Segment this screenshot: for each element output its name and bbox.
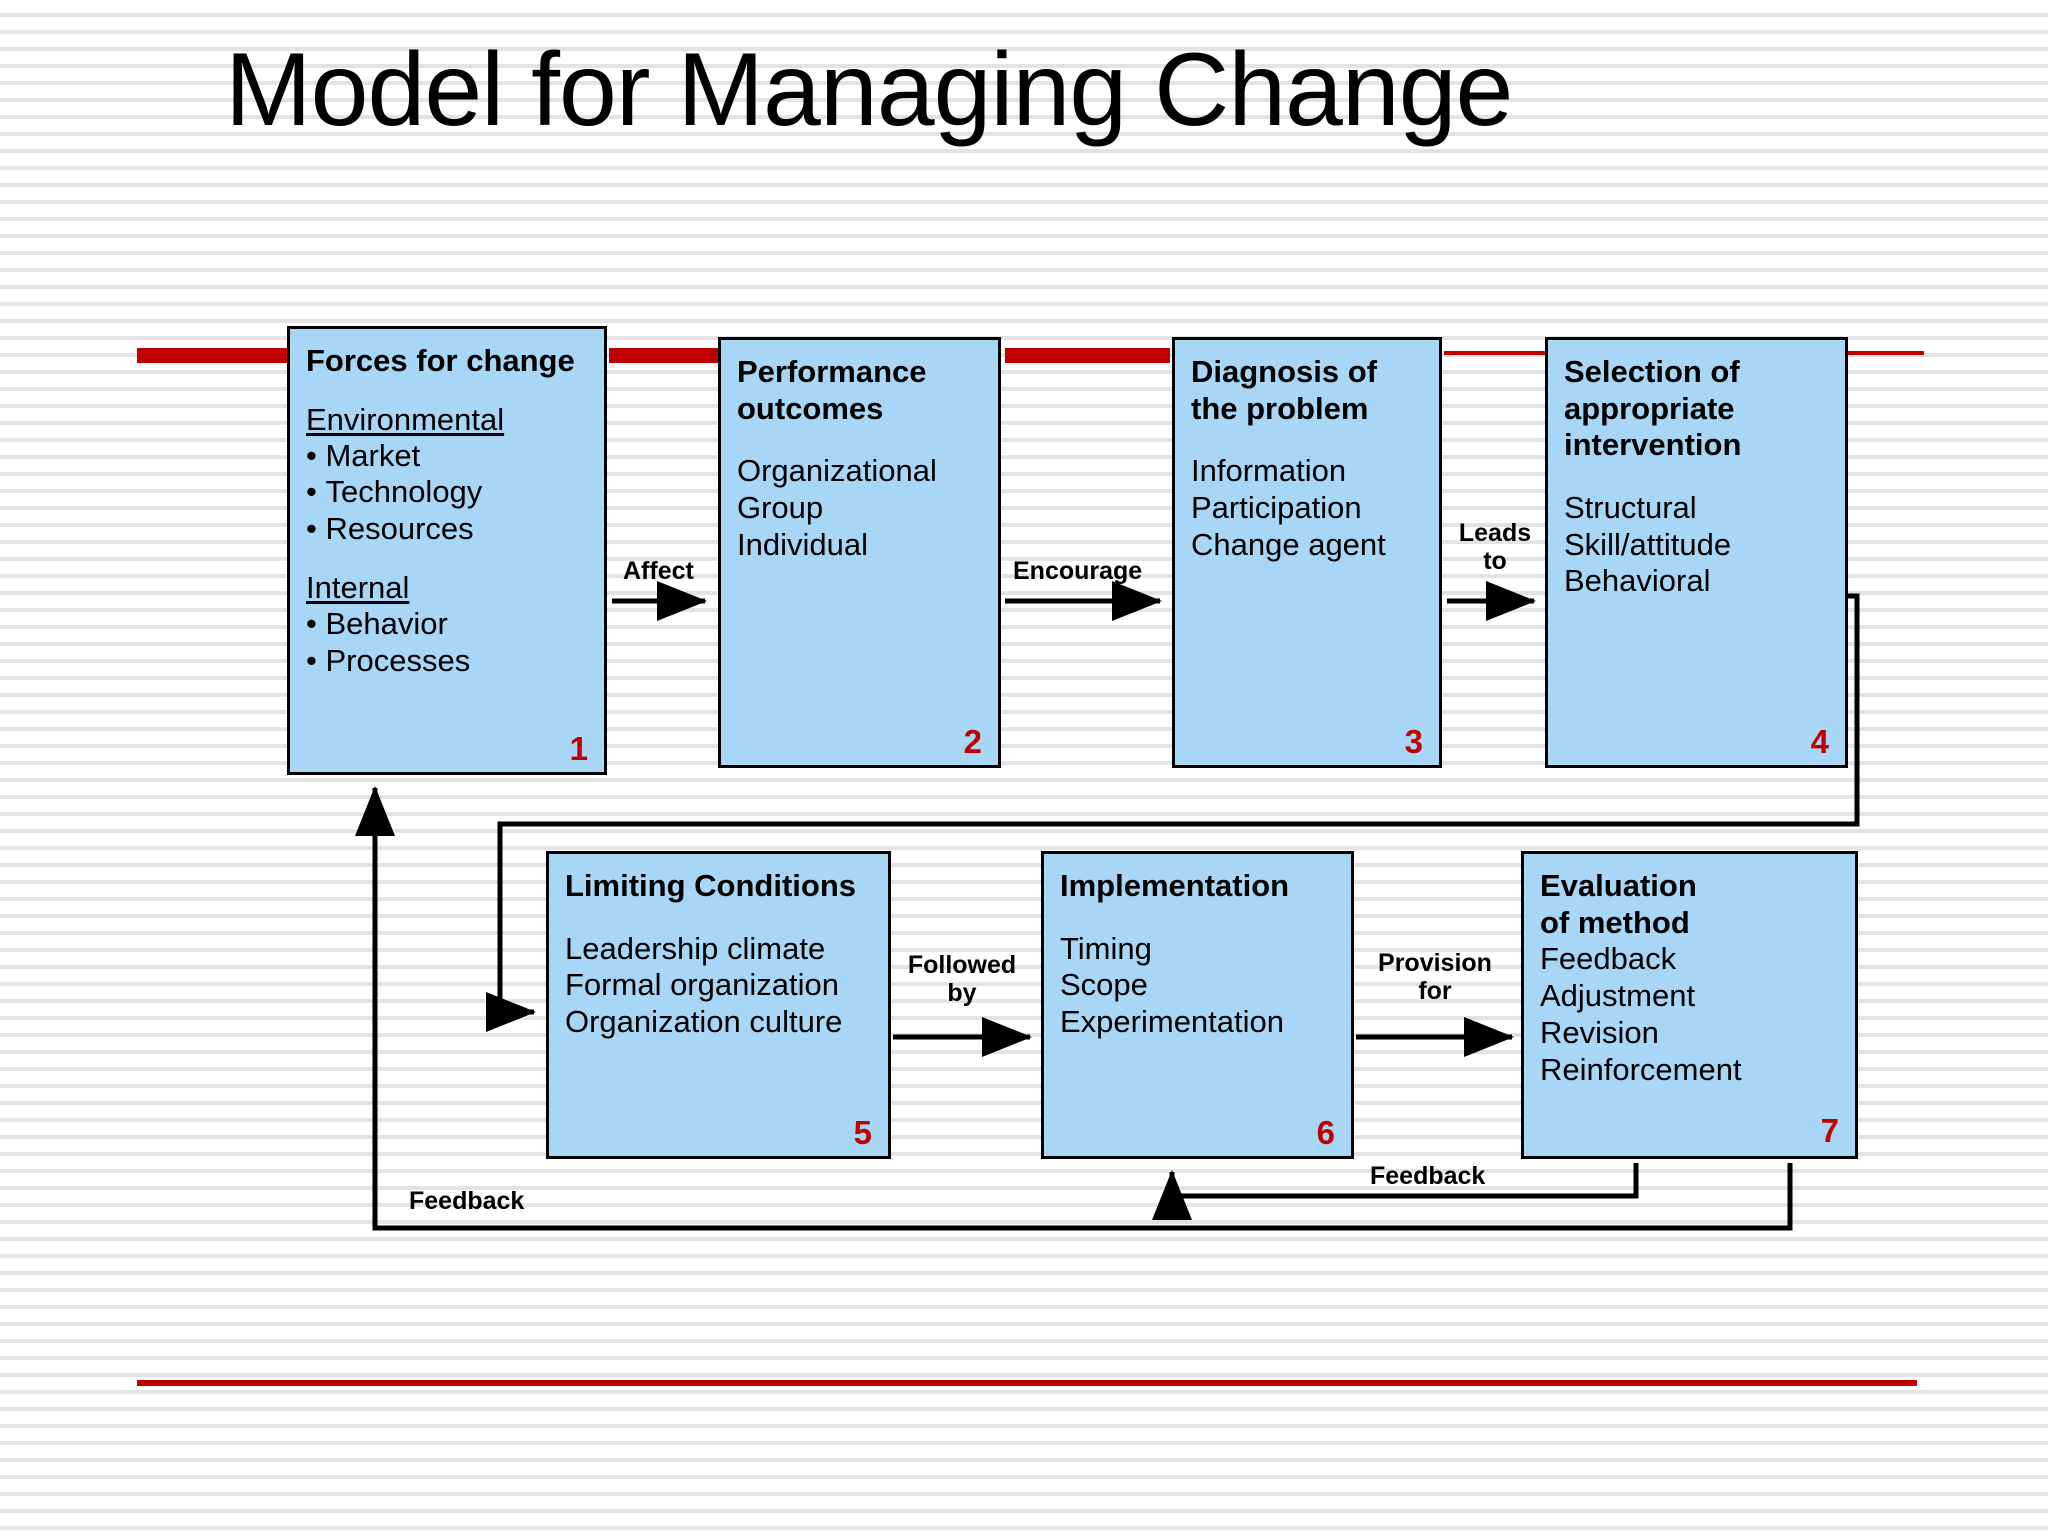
node-diagnosis-of-the-problem[interactable]: Diagnosis of the problem Information Par… <box>1172 337 1442 768</box>
node-item-list: Organizational Group Individual <box>737 453 984 564</box>
node-performance-outcomes[interactable]: Performance outcomes Organizational Grou… <box>718 337 1001 768</box>
list-item: Change agent <box>1191 526 1386 562</box>
edge-label-feedback-right: Feedback <box>1370 1162 1486 1190</box>
node-item-list: Information Participation Change agent <box>1191 453 1425 564</box>
node-number-badge: 4 <box>1810 723 1829 760</box>
node-heading: Performance outcomes <box>737 354 984 427</box>
edge-label-followed-by: Followed by <box>898 951 1026 1007</box>
edge-label-encourage: Encourage <box>1013 557 1143 585</box>
edge-label-line: Followed <box>907 951 1017 979</box>
node-heading-line: Implementation <box>1060 868 1290 903</box>
red-accent-rule-bottom <box>137 1380 1917 1386</box>
node-heading: Selection of appropriate intervention <box>1564 354 1831 464</box>
edge-label-line: Leads <box>1458 519 1532 547</box>
node-number-badge: 7 <box>1820 1112 1839 1149</box>
node-heading-line: the problem <box>1191 390 1369 426</box>
list-item: Experimentation <box>1060 1004 1285 1040</box>
node-item-list: Timing Scope Experimentation <box>1060 931 1337 1042</box>
node-selection-of-appropriate-intervention[interactable]: Selection of appropriate intervention St… <box>1545 337 1848 768</box>
node-heading: Evaluation of method <box>1540 868 1841 941</box>
list-item: Reinforcement <box>1540 1051 1742 1087</box>
list-item: Skill/attitude <box>1564 526 1732 562</box>
red-accent-bar-left <box>137 348 287 363</box>
list-item: Group <box>737 490 824 526</box>
node-heading-line: intervention <box>1564 427 1742 463</box>
list-item: Participation <box>1191 490 1362 526</box>
list-item: Timing <box>1060 930 1152 966</box>
list-item: Structural <box>1564 489 1697 525</box>
node-heading-line: Evaluation <box>1540 868 1697 903</box>
node-item-list: Leadership climate Formal organization O… <box>565 931 874 1042</box>
node-heading: Forces for change <box>306 343 575 378</box>
list-item: Organization culture <box>565 1004 843 1040</box>
list-item: Resources <box>306 511 590 548</box>
list-item: Feedback <box>1540 941 1677 977</box>
red-accent-bar-middle <box>609 348 719 363</box>
list-item: Technology <box>306 474 590 511</box>
node-heading-line: Performance <box>737 354 927 389</box>
node-heading: Implementation <box>1060 868 1337 905</box>
node-evaluation-of-method[interactable]: Evaluation of method Feedback Adjustment… <box>1521 851 1858 1159</box>
node-item-list: Structural Skill/attitude Behavioral <box>1564 490 1831 601</box>
edge-label-line: Provision <box>1378 949 1492 977</box>
node-limiting-conditions[interactable]: Limiting Conditions Leadership climate F… <box>546 851 891 1159</box>
node-heading-line: Diagnosis of <box>1191 354 1378 389</box>
edge-label-line: to <box>1483 547 1507 575</box>
edge-label-leads-to: Leads to <box>1452 519 1538 575</box>
edge-label-line: by <box>947 979 977 1007</box>
list-item: Behavioral <box>1564 563 1711 599</box>
list-item: Organizational <box>737 453 937 489</box>
node-bullet-list-environmental: Market Technology Resources <box>306 438 590 549</box>
node-heading-line: outcomes <box>737 390 884 426</box>
edge-label-feedback-left: Feedback <box>409 1187 525 1215</box>
list-item: Market <box>306 438 590 475</box>
list-item: Behavior <box>306 606 590 643</box>
node-number-badge: 6 <box>1316 1114 1335 1151</box>
list-item: Processes <box>306 643 590 680</box>
list-item: Leadership climate <box>565 930 826 966</box>
list-item: Formal organization <box>565 967 839 1003</box>
node-heading-line: Selection of <box>1564 354 1740 389</box>
list-item: Adjustment <box>1540 978 1696 1014</box>
list-item: Revision <box>1540 1014 1659 1050</box>
node-number-badge: 3 <box>1404 723 1423 760</box>
red-accent-bar-right <box>1005 348 1170 363</box>
node-implementation[interactable]: Implementation Timing Scope Experimentat… <box>1041 851 1354 1159</box>
node-heading-line: of method <box>1540 904 1690 940</box>
node-heading: Diagnosis of the problem <box>1191 354 1425 427</box>
node-bullet-list-internal: Behavior Processes <box>306 606 590 680</box>
node-subheading-environmental: Environmental <box>306 401 505 437</box>
node-number-badge: 1 <box>569 730 588 767</box>
node-forces-for-change[interactable]: Forces for change Environmental Market T… <box>287 326 607 775</box>
node-heading: Limiting Conditions <box>565 868 874 905</box>
node-number-badge: 5 <box>853 1114 872 1151</box>
node-item-list: Feedback Adjustment Revision Reinforceme… <box>1540 941 1841 1089</box>
node-heading-line: appropriate <box>1564 390 1735 426</box>
node-heading-line: Limiting Conditions <box>565 868 857 903</box>
list-item: Information <box>1191 453 1347 489</box>
node-number-badge: 2 <box>963 723 982 760</box>
page-title: Model for Managing Change <box>225 32 1513 148</box>
list-item: Scope <box>1060 967 1148 1003</box>
edge-label-provision-for: Provision for <box>1365 949 1505 1005</box>
list-item: Individual <box>737 526 868 562</box>
edge-label-affect: Affect <box>623 557 694 585</box>
node-subheading-internal: Internal <box>306 570 410 606</box>
edge-label-line: for <box>1418 977 1452 1005</box>
